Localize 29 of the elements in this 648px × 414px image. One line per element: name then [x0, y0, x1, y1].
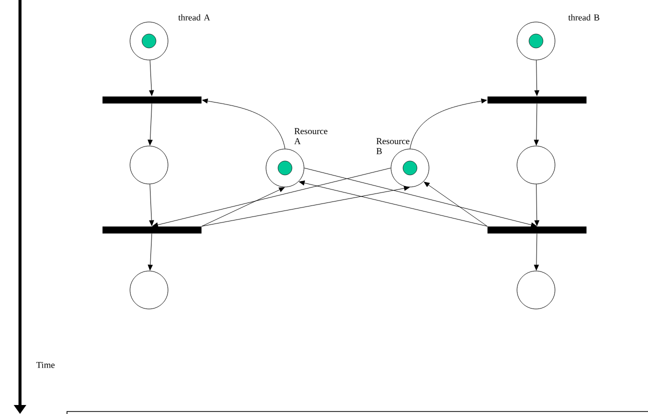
place-circle	[130, 22, 168, 60]
node-label: Resource B	[376, 138, 410, 154]
arrow	[534, 103, 539, 146]
arrow	[534, 184, 540, 226]
place-circle	[266, 148, 304, 188]
node-label: thread A	[178, 14, 210, 21]
arrow	[202, 98, 286, 149]
place-circle	[516, 22, 556, 60]
arrow	[424, 182, 488, 227]
arrow	[304, 168, 537, 228]
arrow	[534, 60, 540, 96]
place-circle	[516, 270, 556, 310]
arrow	[152, 168, 391, 228]
axis-label: Time	[36, 362, 55, 368]
place-circle	[130, 270, 168, 310]
arrow	[149, 184, 154, 226]
arrow	[534, 233, 539, 270]
arrow	[299, 180, 488, 227]
node-label: Resource A	[294, 128, 328, 144]
arrow	[201, 187, 285, 227]
place-circle	[516, 146, 556, 184]
place-circle	[130, 146, 168, 184]
arrow	[148, 233, 153, 270]
place-circle	[390, 148, 430, 188]
node-label: thread B	[568, 14, 600, 21]
arrow	[149, 60, 154, 96]
arrow	[148, 103, 153, 146]
arrow	[410, 98, 487, 149]
arrow	[201, 186, 410, 227]
